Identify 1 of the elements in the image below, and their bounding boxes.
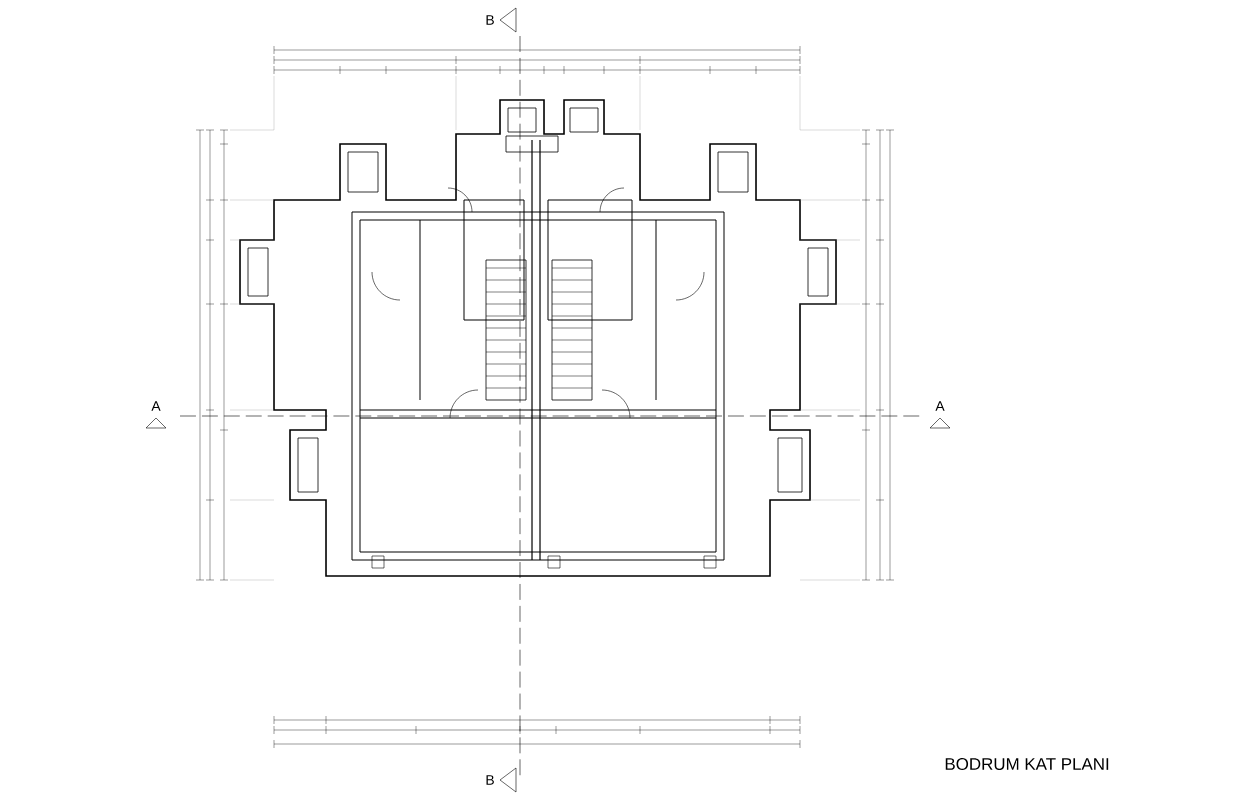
drawing-title: BODRUM KAT PLANI	[945, 758, 1109, 770]
